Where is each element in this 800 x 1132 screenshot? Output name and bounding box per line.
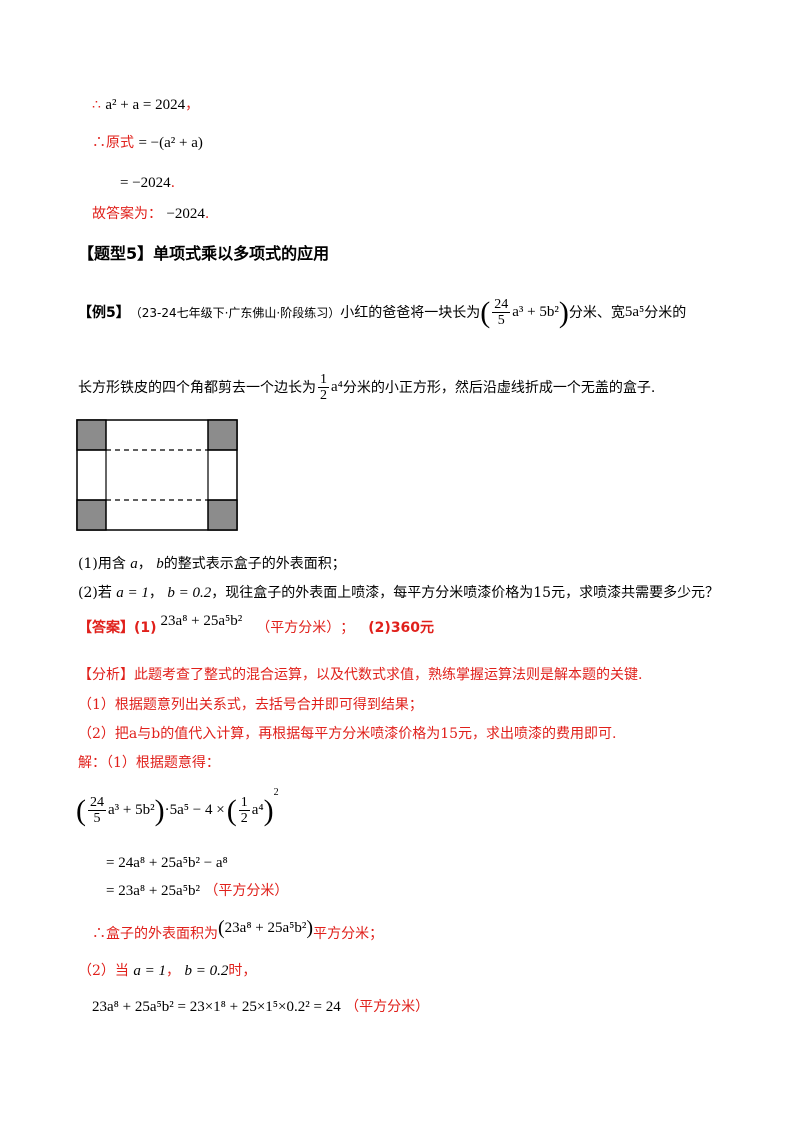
question-text: (2)若 <box>78 585 112 601</box>
analysis-1: 【分析】此题考查了整式的混合运算，以及代数式求值，熟练掌握运算法则是解本题的关键… <box>78 667 643 683</box>
math-expression: 23a⁸ + 25a⁵b² = 23×1⁸ + 25×1⁵×0.2² = 24 <box>92 999 341 1015</box>
exponent: 2 <box>273 786 279 798</box>
fraction-denominator: 5 <box>93 811 101 827</box>
answer-part: (1) <box>134 619 157 636</box>
fraction-numerator: 1 <box>238 795 250 812</box>
line-therefore-1: ∴ a² + a = 2024， <box>92 98 199 113</box>
fraction-denominator: 2 <box>320 388 327 404</box>
box-net-diagram <box>76 419 238 531</box>
punctuation: ； <box>340 619 355 636</box>
example-text: 分米、宽 <box>568 304 625 321</box>
unit-text: （平方分米） <box>345 999 430 1015</box>
conclusion-text: ∴盒子的外表面积为 <box>92 926 218 942</box>
fraction-denominator: 5 <box>497 313 505 329</box>
label-text: 故答案为： <box>92 206 162 222</box>
math-expression: a = 1 <box>133 963 166 979</box>
math-expression: 23a⁸ + 25a⁵b² <box>224 919 307 936</box>
example-text: 小红的爸爸将一块长为 <box>340 304 481 321</box>
punctuation: ， <box>137 556 152 572</box>
solution-text: 时， <box>228 963 257 979</box>
math-expression: = −(a² + a) <box>138 135 203 151</box>
conclusion-text: 平方分米； <box>313 926 384 942</box>
analysis-3: （2）把a与b的值代入计算，再根据每平方分米喷漆价格为15元，求出喷漆的费用即可… <box>78 726 617 742</box>
answer-tag: 【答案】 <box>78 619 134 636</box>
solution-final: 23a⁸ + 25a⁵b² = 23×1⁸ + 25×1⁵×0.2² = 24 … <box>92 1000 429 1015</box>
corner-square-top-left <box>76 419 107 451</box>
fraction-denominator: 2 <box>240 811 248 827</box>
unit-text: （平方分米） <box>204 883 289 899</box>
section-heading: 【题型5】单项式乘以多项式的应用 <box>78 244 330 263</box>
solution-conclusion: ∴盒子的外表面积为 ( 23a⁸ + 25a⁵b² ) 平方分米； <box>92 917 384 942</box>
variable-b: b <box>156 556 164 572</box>
therefore-symbol: ∴ <box>92 97 101 113</box>
math-expression: b = 0.2 <box>167 585 212 601</box>
example-line-1: 【例5】 （23-24七年级下·广东佛山·阶段练习） 小红的爸爸将一块长为 ( … <box>78 295 687 329</box>
variable-a: a <box>130 556 138 572</box>
punctuation: ， <box>148 585 163 601</box>
math-expression: −2024 <box>166 206 205 222</box>
corner-square-bottom-right <box>207 499 238 531</box>
example-tag: 【例5】 <box>78 304 130 321</box>
corner-square-top-right <box>207 419 238 451</box>
example-text: 分米的小正方形，然后沿虚线折成一个无盖的盒子. <box>342 379 656 396</box>
math-expression: 23a⁸ + 25a⁵b² <box>160 613 243 629</box>
fraction-numerator: 24 <box>88 795 106 812</box>
corner-square-bottom-left <box>76 499 107 531</box>
math-expression: a⁴ <box>251 802 264 819</box>
analysis-2: （1）根据题意列出关系式，去括号合并即可得到结果； <box>78 697 423 713</box>
math-expression: a = 1 <box>116 585 149 601</box>
question-1: (1)用含 a， b的整式表示盒子的外表面积； <box>78 557 346 572</box>
punctuation: ， <box>166 963 180 979</box>
question-text: ，现往盒子的外表面上喷漆，每平方分米喷漆价格为15元，求喷漆共需要多少元？ <box>211 585 720 601</box>
solution-step-3: = 23a⁸ + 25a⁵b² （平方分米） <box>106 884 288 899</box>
line-final-answer: 故答案为： −2024. <box>92 207 209 222</box>
math-expression: = 23a⁸ + 25a⁵b² <box>106 883 200 899</box>
therefore-symbol: ∴ <box>92 135 106 151</box>
fraction-numerator: 1 <box>318 372 329 389</box>
example-text: 长方形铁皮的四个角都剪去一个边长为 <box>78 379 316 396</box>
punctuation: . <box>170 175 176 191</box>
math-expression: a³ + 5b² <box>108 802 155 819</box>
line-result: = −2024. <box>120 176 175 191</box>
question-text: 的整式表示盒子的外表面积； <box>163 556 346 572</box>
question-2: (2)若 a = 1， b = 0.2，现往盒子的外表面上喷漆，每平方分米喷漆价… <box>78 586 719 601</box>
punctuation: ， <box>185 97 200 113</box>
solution-part-2: （2）当 a = 1， b = 0.2时， <box>78 964 256 979</box>
solution-step-2: = 24a⁸ + 25a⁵b² − a⁸ <box>106 856 228 871</box>
math-expression: = −2024 <box>120 175 171 191</box>
fraction-numerator: 24 <box>492 297 511 314</box>
answer-line: 【答案】 (1) 23a⁸ + 25a⁵b² （平方分米） ； (2)360元 <box>78 614 435 636</box>
label-text: 原式 <box>106 135 134 151</box>
math-expression: a³ + 5b² <box>512 304 559 321</box>
solution-text: （2）当 <box>78 963 129 979</box>
example-source: （23-24七年级下·广东佛山·阶段练习） <box>129 305 341 320</box>
math-expression: a⁴ <box>331 379 343 396</box>
unit-text: （平方分米） <box>256 619 341 636</box>
line-original-expression: ∴原式 = −(a² + a) <box>92 136 203 151</box>
question-text: (1)用含 <box>78 556 126 572</box>
example-text: 分米的 <box>644 304 687 321</box>
answer-part: (2)360元 <box>368 619 435 636</box>
punctuation: . <box>204 206 210 222</box>
math-expression: = 24a⁸ + 25a⁵b² − a⁸ <box>106 855 228 871</box>
math-expression: a² + a = 2024 <box>105 97 186 113</box>
math-expression: b = 0.2 <box>184 963 229 979</box>
solution-intro: 解：（1）根据题意得： <box>78 755 220 771</box>
math-expression: ·5a⁵ − 4 × <box>164 802 225 819</box>
math-expression: 5a⁵ <box>624 304 645 321</box>
